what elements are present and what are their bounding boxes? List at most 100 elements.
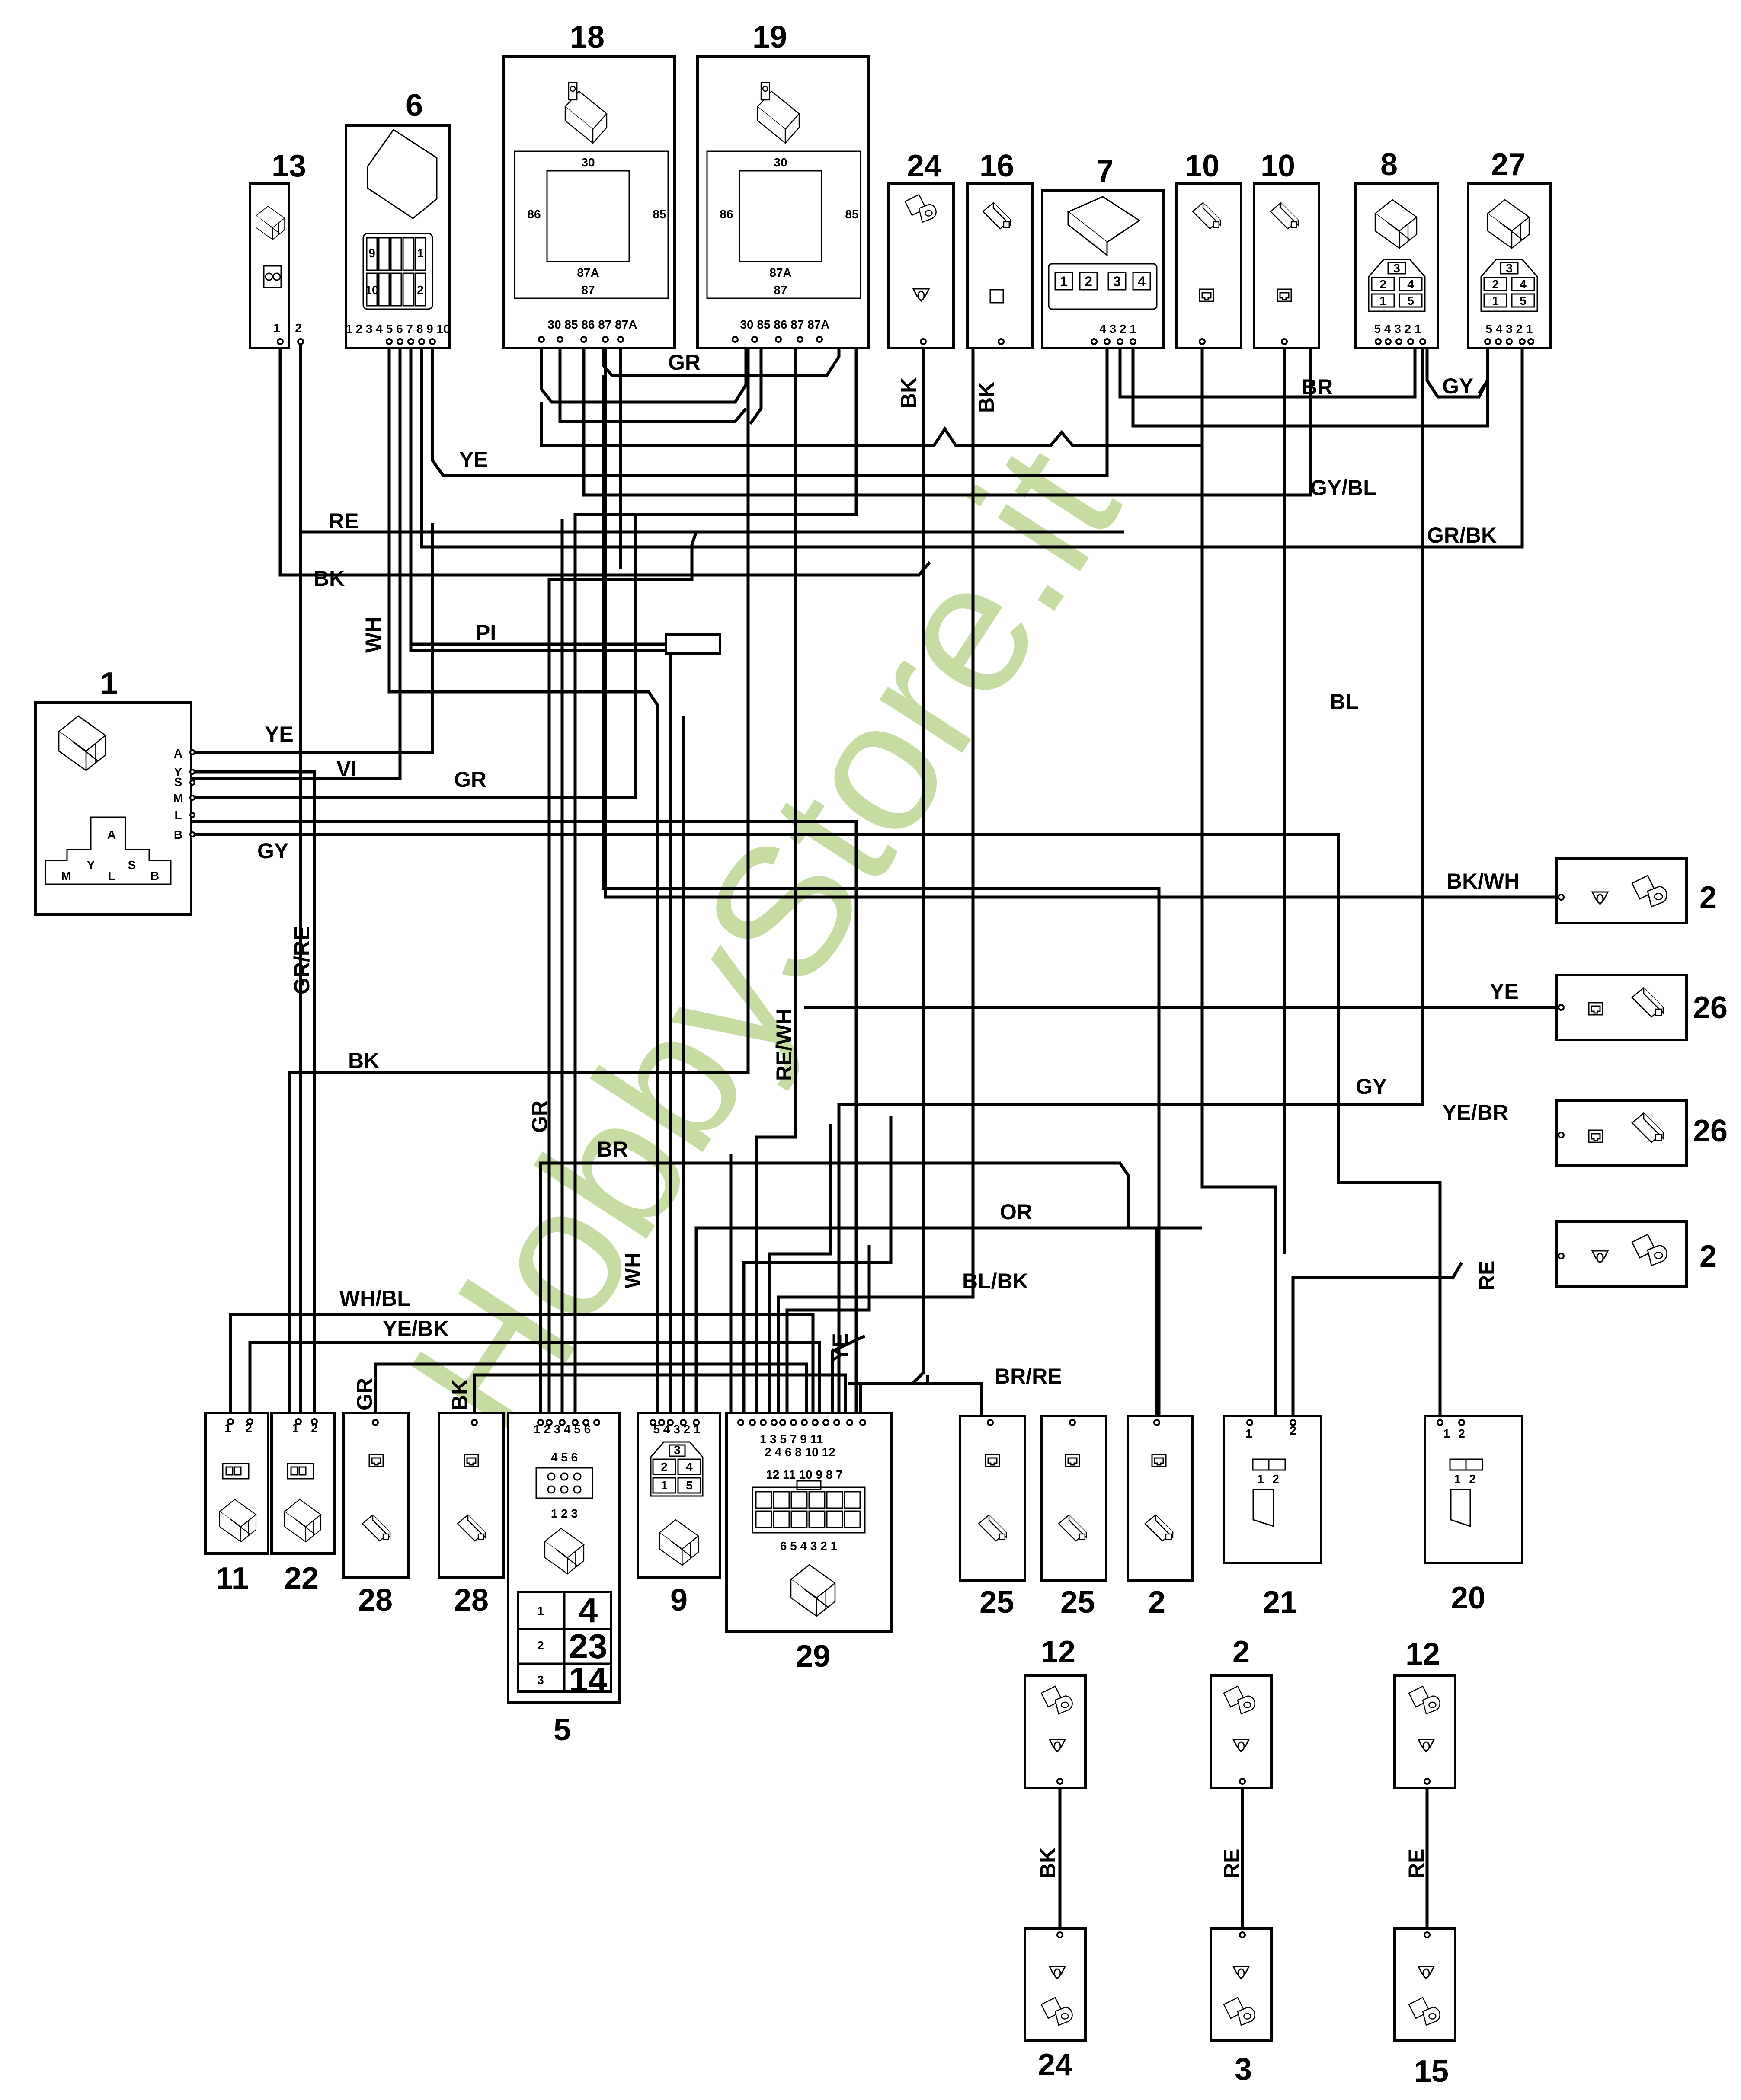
svg-text:86: 86 — [527, 208, 541, 221]
svg-text:1: 1 — [1492, 294, 1499, 307]
svg-text:85: 85 — [845, 208, 858, 221]
wire-gy-c1 — [47, 833, 1442, 1418]
relay-18: 18 30 86 85 87A 87 30 85 86 87 87A — [502, 20, 676, 349]
svg-text:28: 28 — [454, 1583, 489, 1617]
wire-relay-30 — [540, 342, 1204, 447]
lug-pair-12-15: 12 15 — [1393, 1637, 1456, 2089]
svg-text:4 3 2 1: 4 3 2 1 — [1099, 322, 1136, 336]
svg-text:2: 2 — [1458, 1427, 1465, 1440]
wire-label: GY — [1356, 1074, 1387, 1099]
wire-label: RE — [1475, 1261, 1499, 1291]
svg-text:30 85 86 87 87A: 30 85 86 87 87A — [547, 318, 637, 331]
wire-label: BL — [1330, 690, 1359, 714]
svg-text:30 85 86 87 87A: 30 85 86 87 87A — [740, 318, 829, 331]
wire-label: BR — [597, 1137, 628, 1161]
wire-label: GR — [668, 350, 701, 374]
wire-label: BR/RE — [995, 1364, 1062, 1388]
wire-bk-28 — [473, 1373, 847, 1440]
connector-25-b: 25 — [1040, 1415, 1107, 1620]
svg-text:85: 85 — [653, 208, 666, 221]
wire-label: YE — [459, 447, 488, 472]
connector-13: 13 1 2 — [249, 149, 306, 349]
wire-label: GR/RE — [290, 926, 314, 994]
svg-text:9: 9 — [670, 1583, 688, 1617]
svg-text:L: L — [108, 869, 115, 882]
wire-bk-wh — [604, 342, 1561, 899]
wire-label: GR — [352, 1378, 377, 1410]
svg-text:1: 1 — [1454, 1472, 1461, 1486]
connector-10-b: 10 — [1253, 149, 1320, 349]
svg-text:3: 3 — [1393, 262, 1400, 275]
wire-label: BL/BK — [962, 1269, 1028, 1293]
svg-text:1: 1 — [1245, 1427, 1252, 1440]
wire-re-right — [1291, 1262, 1463, 1418]
svg-text:27: 27 — [1491, 147, 1526, 182]
wire-label: YE/BR — [1442, 1100, 1508, 1125]
terminal-2-a: 2 — [1555, 857, 1717, 924]
svg-text:3: 3 — [537, 1673, 544, 1687]
svg-text:4: 4 — [1138, 274, 1146, 289]
wire-label: RE — [329, 509, 358, 533]
svg-text:12 11 10 9 8 7: 12 11 10 9 8 7 — [766, 1468, 843, 1481]
svg-text:24: 24 — [907, 149, 941, 183]
svg-text:3: 3 — [1235, 2052, 1252, 2087]
connector-10-a: 10 — [1175, 149, 1242, 349]
wire-label: WH/BL — [339, 1286, 410, 1311]
wire-label: YE — [265, 722, 294, 746]
wire-ye-bk — [248, 1341, 821, 1440]
wire-gr-c1 — [47, 515, 637, 799]
terminal-24-top: 24 — [887, 149, 955, 349]
relay-19: 19 30 86 85 87A 87 30 85 86 87 87A — [696, 20, 870, 349]
svg-text:86: 86 — [720, 208, 733, 221]
svg-text:30: 30 — [581, 156, 595, 169]
svg-text:5 4 3 2 1: 5 4 3 2 1 — [1374, 322, 1421, 336]
wire-label: BK — [974, 382, 999, 413]
svg-text:12: 12 — [1405, 1637, 1440, 1672]
svg-text:2: 2 — [1272, 1472, 1279, 1486]
svg-text:4: 4 — [686, 1460, 693, 1474]
wire-br-re — [911, 342, 925, 1385]
svg-text:5: 5 — [686, 1479, 693, 1492]
connector-28-a: 28 — [342, 1412, 410, 1617]
svg-text:3: 3 — [1506, 262, 1513, 275]
svg-text:Y: Y — [87, 858, 95, 872]
connector-26-a: 26 — [1555, 974, 1728, 1041]
svg-text:2: 2 — [1469, 1472, 1476, 1486]
svg-text:2: 2 — [1290, 1424, 1296, 1437]
svg-text:28: 28 — [358, 1583, 393, 1617]
svg-text:25: 25 — [1060, 1585, 1095, 1620]
wire-relay-86 — [582, 342, 1312, 497]
svg-text:2: 2 — [1699, 1239, 1717, 1274]
wire-label: RE — [1219, 1849, 1244, 1879]
wire-label: VI — [336, 757, 357, 781]
svg-text:24: 24 — [1038, 2048, 1072, 2082]
connector-22: 1 2 22 — [270, 1412, 336, 1596]
svg-text:30: 30 — [774, 156, 787, 169]
wire-label: BR — [1302, 375, 1333, 399]
svg-text:2: 2 — [417, 283, 424, 297]
wire-label: PI — [476, 620, 496, 645]
svg-text:12: 12 — [1041, 1635, 1075, 1669]
connector-number: 6 — [406, 88, 423, 123]
svg-text:11: 11 — [216, 1561, 249, 1596]
wire-label: BK — [896, 377, 921, 409]
svg-text:26: 26 — [1693, 991, 1728, 1025]
svg-text:2: 2 — [295, 321, 302, 335]
svg-text:B: B — [150, 869, 159, 882]
wire-label: GR — [454, 767, 486, 792]
svg-text:1 2 3 4 5 6 7 8 9 10: 1 2 3 4 5 6 7 8 9 10 — [346, 322, 450, 336]
pin — [297, 338, 304, 345]
svg-text:1 3 5 7 9 11: 1 3 5 7 9 11 — [760, 1432, 823, 1446]
connector-number: 18 — [570, 20, 605, 54]
wire-gr-relays — [602, 342, 841, 377]
svg-text:4: 4 — [1407, 278, 1414, 291]
svg-text:16: 16 — [979, 149, 1014, 183]
svg-text:87: 87 — [774, 283, 787, 297]
wire-label: BK — [1036, 1847, 1060, 1879]
svg-text:10: 10 — [365, 283, 378, 297]
svg-text:4 5 6: 4 5 6 — [551, 1451, 578, 1464]
svg-text:5 4 3 2 1: 5 4 3 2 1 — [1486, 322, 1533, 336]
svg-text:A: A — [107, 828, 116, 841]
svg-text:15: 15 — [1414, 2054, 1449, 2089]
svg-text:2 4 6 8 10 12: 2 4 6 8 10 12 — [765, 1445, 835, 1459]
